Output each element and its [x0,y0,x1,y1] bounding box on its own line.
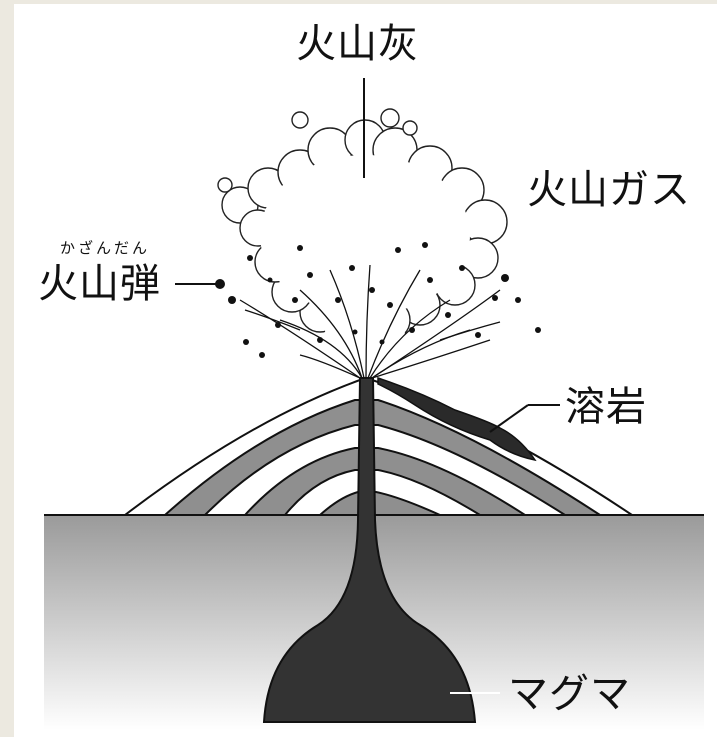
bomb-reading: かざんだん [60,239,151,257]
bomb-leader-dot [215,279,225,289]
lava-flow [377,376,537,462]
volcano-cone [122,379,636,516]
lava-leader-line [489,404,529,433]
gas-label: 火山ガス [527,167,691,213]
bomb-label: 火山弾 [38,261,161,307]
magma-conduit [262,377,477,723]
ejecta-lines [239,264,501,379]
ash-label: 火山灰 [296,21,419,67]
lava-label: 溶岩 [565,384,647,430]
volcanic-bombs [228,242,541,358]
magma-label: マグマ [508,671,631,717]
cone-layer-6 [317,491,441,516]
